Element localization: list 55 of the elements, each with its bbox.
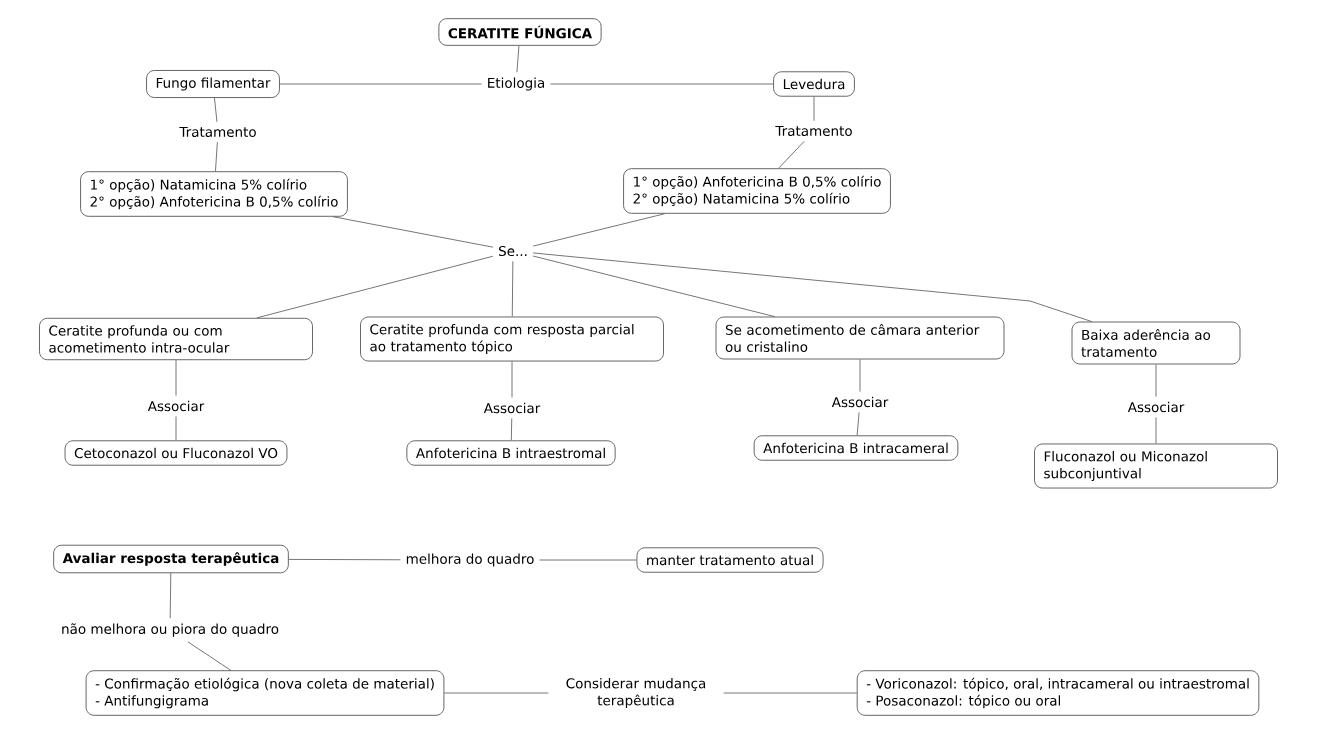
linking-text: melhora do quadro — [406, 553, 534, 567]
connector-line — [856, 412, 860, 436]
concept-box: Se acometimento de câmara anterior ou cristalino — [715, 316, 1005, 360]
connector-line — [859, 358, 861, 393]
connector-line — [1155, 417, 1157, 444]
concept-box: Cetoconazol ou Fluconazol VO — [64, 440, 288, 466]
connector-line — [175, 359, 177, 397]
concept-box: Fungo filamentar — [146, 70, 280, 98]
connector-line — [511, 260, 514, 317]
concept-box: Levedura — [773, 71, 855, 97]
concept-box: - Voriconazol: tópico, oral, intracameral ou intraestromal - Posaconazol: tópico ou oral — [856, 670, 1260, 716]
linking-text: Associar — [1127, 401, 1185, 413]
connector-line — [187, 641, 232, 671]
linking-text: Tratamento — [775, 126, 852, 136]
concept-box: 1° opção) Anfotericina B 0,5% colírio 2° opção) Natamicina 5% colírio — [623, 168, 891, 214]
connector-line — [279, 83, 483, 85]
linking-text: Associar — [831, 396, 889, 408]
connector-line — [169, 572, 172, 619]
connector-line — [1155, 363, 1157, 398]
connector-line — [215, 141, 218, 172]
connector-line — [175, 416, 177, 441]
connector-line — [256, 255, 494, 319]
concept-box: Ceratite profunda ou com acometimento intra-ocular — [39, 317, 313, 361]
connector-line — [516, 45, 520, 73]
linking-text: Tratamento — [179, 127, 256, 137]
connector-line — [723, 692, 858, 694]
linking-text: não melhora ou piora do quadro — [62, 623, 279, 637]
connector-line — [778, 140, 805, 169]
linking-text: Associar — [147, 400, 205, 412]
concept-box: Baixa aderência ao tratamento — [1071, 321, 1241, 365]
connector-line — [532, 255, 776, 318]
concept-box: CERATITE FÚNGICA — [438, 18, 602, 46]
concept-box: Fluconazol ou Miconazol subconjuntival — [1034, 443, 1278, 489]
connector-line — [332, 216, 494, 248]
linking-text: Etiologia — [488, 77, 544, 91]
concept-box: Ceratite profunda com resposta parcial ao tratamento tópico — [360, 316, 664, 362]
connector-line — [549, 83, 774, 85]
connector-line — [511, 361, 513, 399]
linking-text: Considerar mudança terapêutica — [566, 678, 706, 709]
connector-line — [288, 558, 401, 561]
connector-line — [539, 559, 637, 561]
concept-box: Anfotericina B intracameral — [753, 435, 959, 461]
connector-line — [813, 96, 815, 122]
linking-text: Associar — [483, 402, 541, 414]
concept-box: - Confirmação etiológica (nova coleta de material) - Antifungigrama — [85, 670, 445, 716]
connector-line — [214, 97, 218, 123]
connector-line — [443, 692, 549, 694]
connector-line — [510, 418, 513, 441]
concept-box: 1° opção) Natamicina 5% colírio 2° opção) Anfotericina B 0,5% colírio — [80, 171, 348, 217]
concept-box: Anfotericina B intraestromal — [406, 440, 616, 466]
connector-line — [532, 252, 1093, 323]
concept-box: manter tratamento atual — [636, 547, 824, 573]
connector-line — [532, 213, 666, 247]
linking-text: Se... — [499, 245, 527, 257]
concept-box: Avaliar resposta terapêutica — [53, 544, 289, 574]
